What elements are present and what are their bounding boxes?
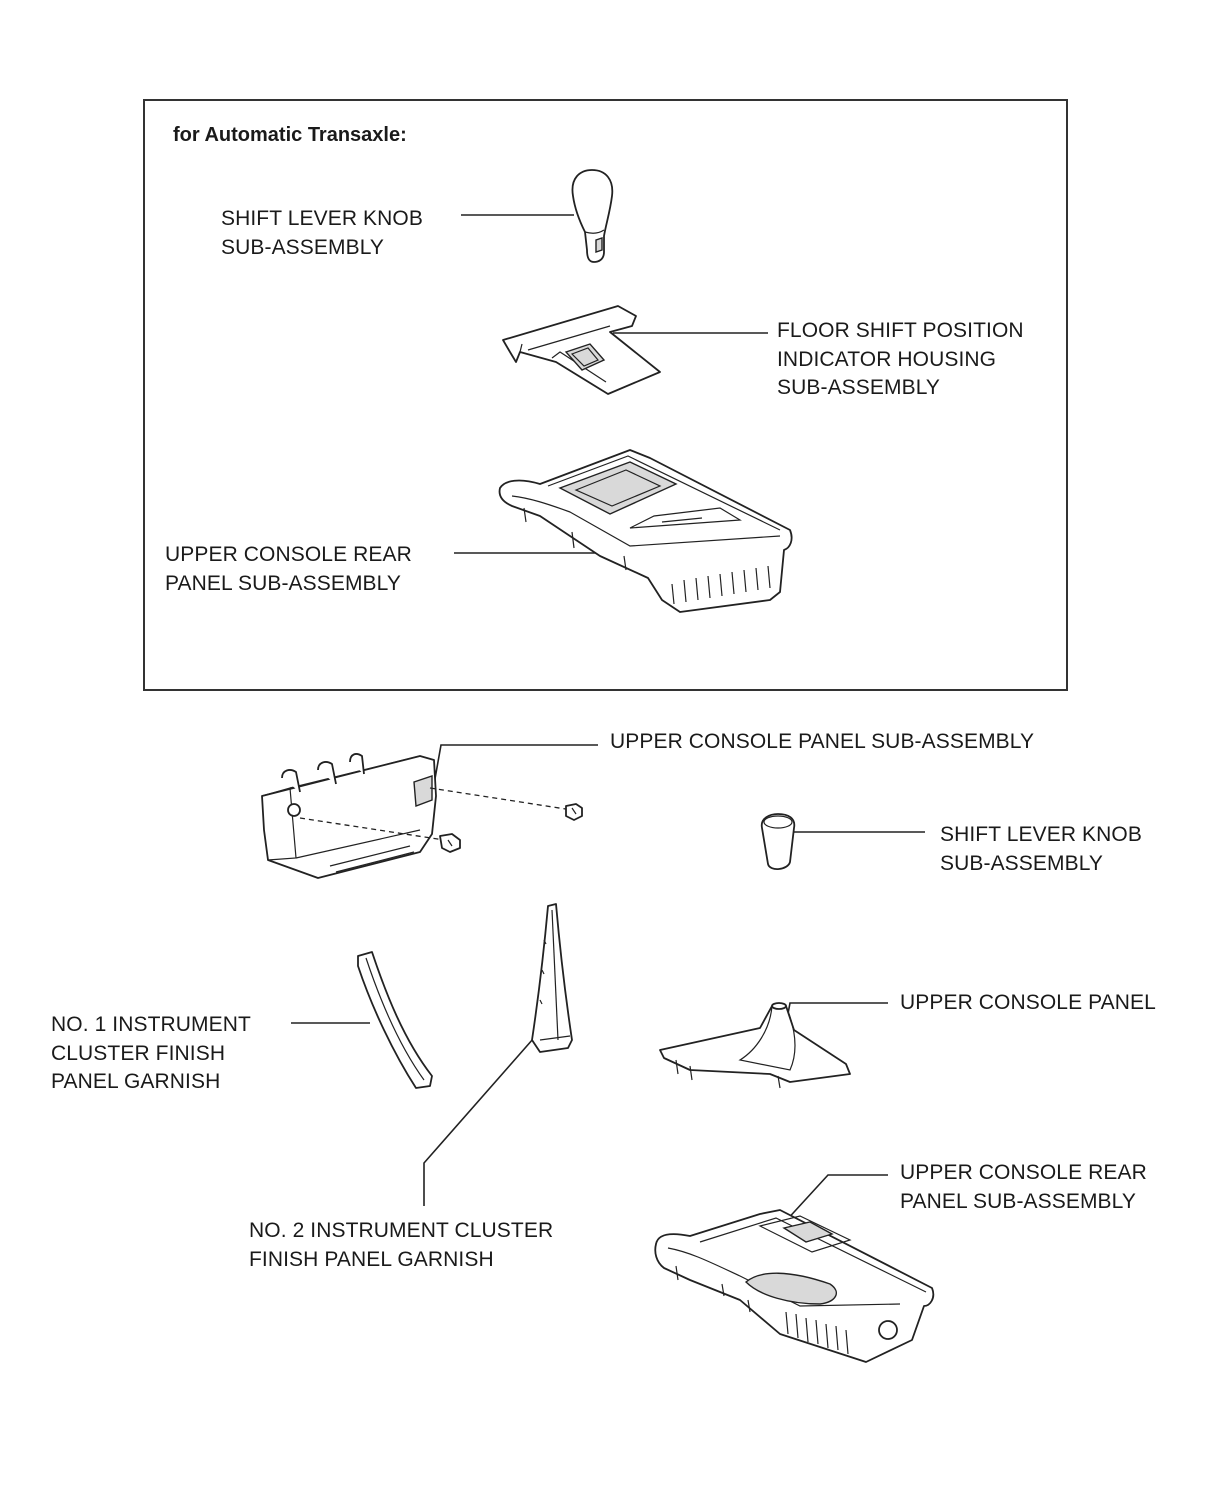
mt-upper-console-rear-panel-part bbox=[654, 1209, 935, 1363]
label-no1-instrument-cluster-garnish: NO. 1 INSTRUMENT CLUSTER FINISH PANEL GA… bbox=[51, 1013, 251, 1093]
label-at-upper-console-rear-panel: UPPER CONSOLE REAR PANEL SUB-ASSEMBLY bbox=[165, 543, 412, 595]
label-no2-instrument-cluster-garnish: NO. 2 INSTRUMENT CLUSTER FINISH PANEL GA… bbox=[249, 1219, 554, 1271]
screw-upper bbox=[565, 803, 583, 821]
floor-shift-indicator-housing-part bbox=[502, 305, 661, 395]
upper-console-panel-sub-assembly-part bbox=[261, 753, 583, 879]
diagram-heading: for Automatic Transaxle: bbox=[173, 124, 407, 146]
upper-console-panel-part bbox=[659, 1002, 851, 1089]
leader-lines bbox=[291, 214, 925, 1224]
at-shift-lever-knob-part bbox=[571, 169, 614, 263]
at-upper-console-rear-panel-part bbox=[498, 449, 793, 613]
label-at-shift-lever-knob: SHIFT LEVER KNOB SUB-ASSEMBLY bbox=[221, 207, 423, 259]
no1-instrument-cluster-garnish-part bbox=[357, 951, 433, 1089]
screw-lower bbox=[439, 833, 461, 853]
label-mt-shift-lever-knob: SHIFT LEVER KNOB SUB-ASSEMBLY bbox=[940, 823, 1142, 875]
no2-instrument-cluster-garnish-part bbox=[531, 903, 573, 1053]
label-mt-upper-console-rear-panel: UPPER CONSOLE REAR PANEL SUB-ASSEMBLY bbox=[900, 1161, 1147, 1213]
label-floor-shift-position-indicator-housing: FLOOR SHIFT POSITION INDICATOR HOUSING S… bbox=[777, 319, 1024, 399]
label-upper-console-panel-sub-assembly: UPPER CONSOLE PANEL SUB-ASSEMBLY bbox=[610, 730, 1035, 753]
label-upper-console-panel: UPPER CONSOLE PANEL bbox=[900, 991, 1156, 1014]
automatic-transaxle-frame bbox=[143, 99, 1068, 691]
mt-shift-lever-knob-part bbox=[760, 813, 796, 870]
